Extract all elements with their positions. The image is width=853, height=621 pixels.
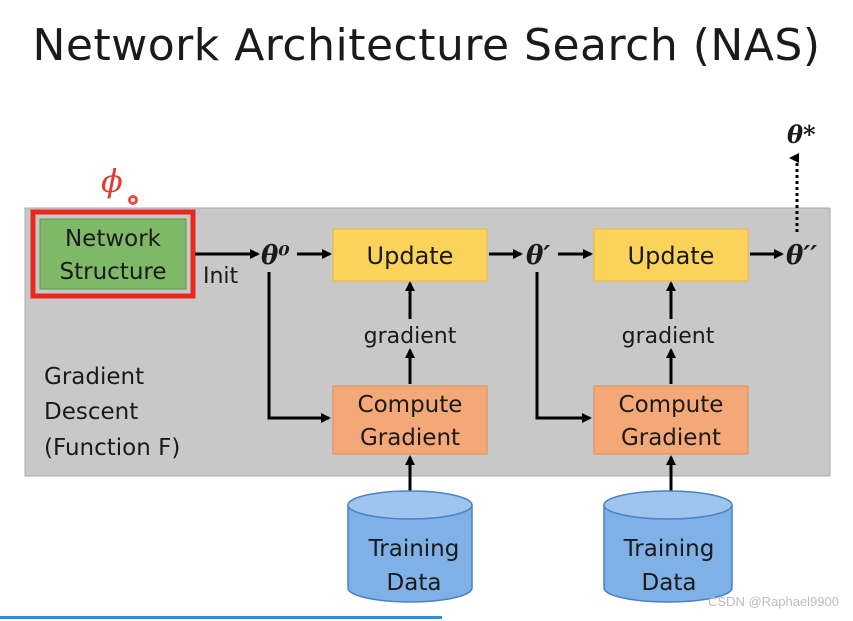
training-data-1-line2: Data: [387, 570, 442, 596]
compute-gradient-box-1: [332, 385, 488, 455]
training-data-cylinder-2: [603, 505, 733, 603]
cursor-dot-inner: [131, 198, 135, 202]
compute-gradient-1-line1: Compute: [358, 392, 463, 418]
watermark: CSDN @Raphael9900: [708, 594, 839, 609]
training-data-1-line1: Training: [368, 536, 460, 562]
gradient-label-2: gradient: [622, 324, 715, 349]
training-data-2-line1: Training: [623, 536, 715, 562]
update-box-2: [593, 228, 749, 282]
compute-gradient-1-line2: Gradient: [360, 425, 460, 451]
training-data-cylinder-top-2: [603, 490, 733, 520]
update-box-1: [332, 228, 488, 282]
training-data-cylinder-1: [347, 505, 473, 603]
theta1-label: θ′: [526, 241, 550, 271]
compute-gradient-2-line1: Compute: [619, 392, 724, 418]
training-data-cylinder-top-1: [347, 490, 473, 520]
theta1-to-compute-arrow: [535, 272, 592, 423]
compute-gradient-2-line2: Gradient: [621, 425, 721, 451]
phi-symbol: ϕ: [101, 162, 123, 200]
theta0-label: θ⁰: [261, 241, 290, 271]
theta-star-label: θ*: [787, 120, 816, 149]
gd-label-line2: Descent: [44, 399, 138, 425]
gd-label-line1: Gradient: [44, 364, 144, 390]
theta0-to-compute-arrow: [267, 272, 331, 423]
network-structure-box: [39, 218, 187, 290]
network-structure-line1: Network: [65, 226, 162, 252]
bottom-accent-bar: [0, 616, 442, 619]
training-data-2-line2: Data: [642, 570, 697, 596]
init-label: Init: [203, 264, 239, 289]
gd-label-line3: (Function F): [44, 435, 180, 461]
update-label-1: Update: [367, 242, 454, 270]
gradient-label-1: gradient: [364, 324, 457, 349]
network-structure-highlight: [30, 209, 196, 299]
theta2-label: θ′′: [786, 241, 817, 271]
update-label-2: Update: [628, 242, 715, 270]
page-title: Network Architecture Search (NAS): [32, 20, 821, 71]
compute-gradient-box-2: [593, 385, 749, 455]
network-structure-line2: Structure: [60, 259, 167, 285]
